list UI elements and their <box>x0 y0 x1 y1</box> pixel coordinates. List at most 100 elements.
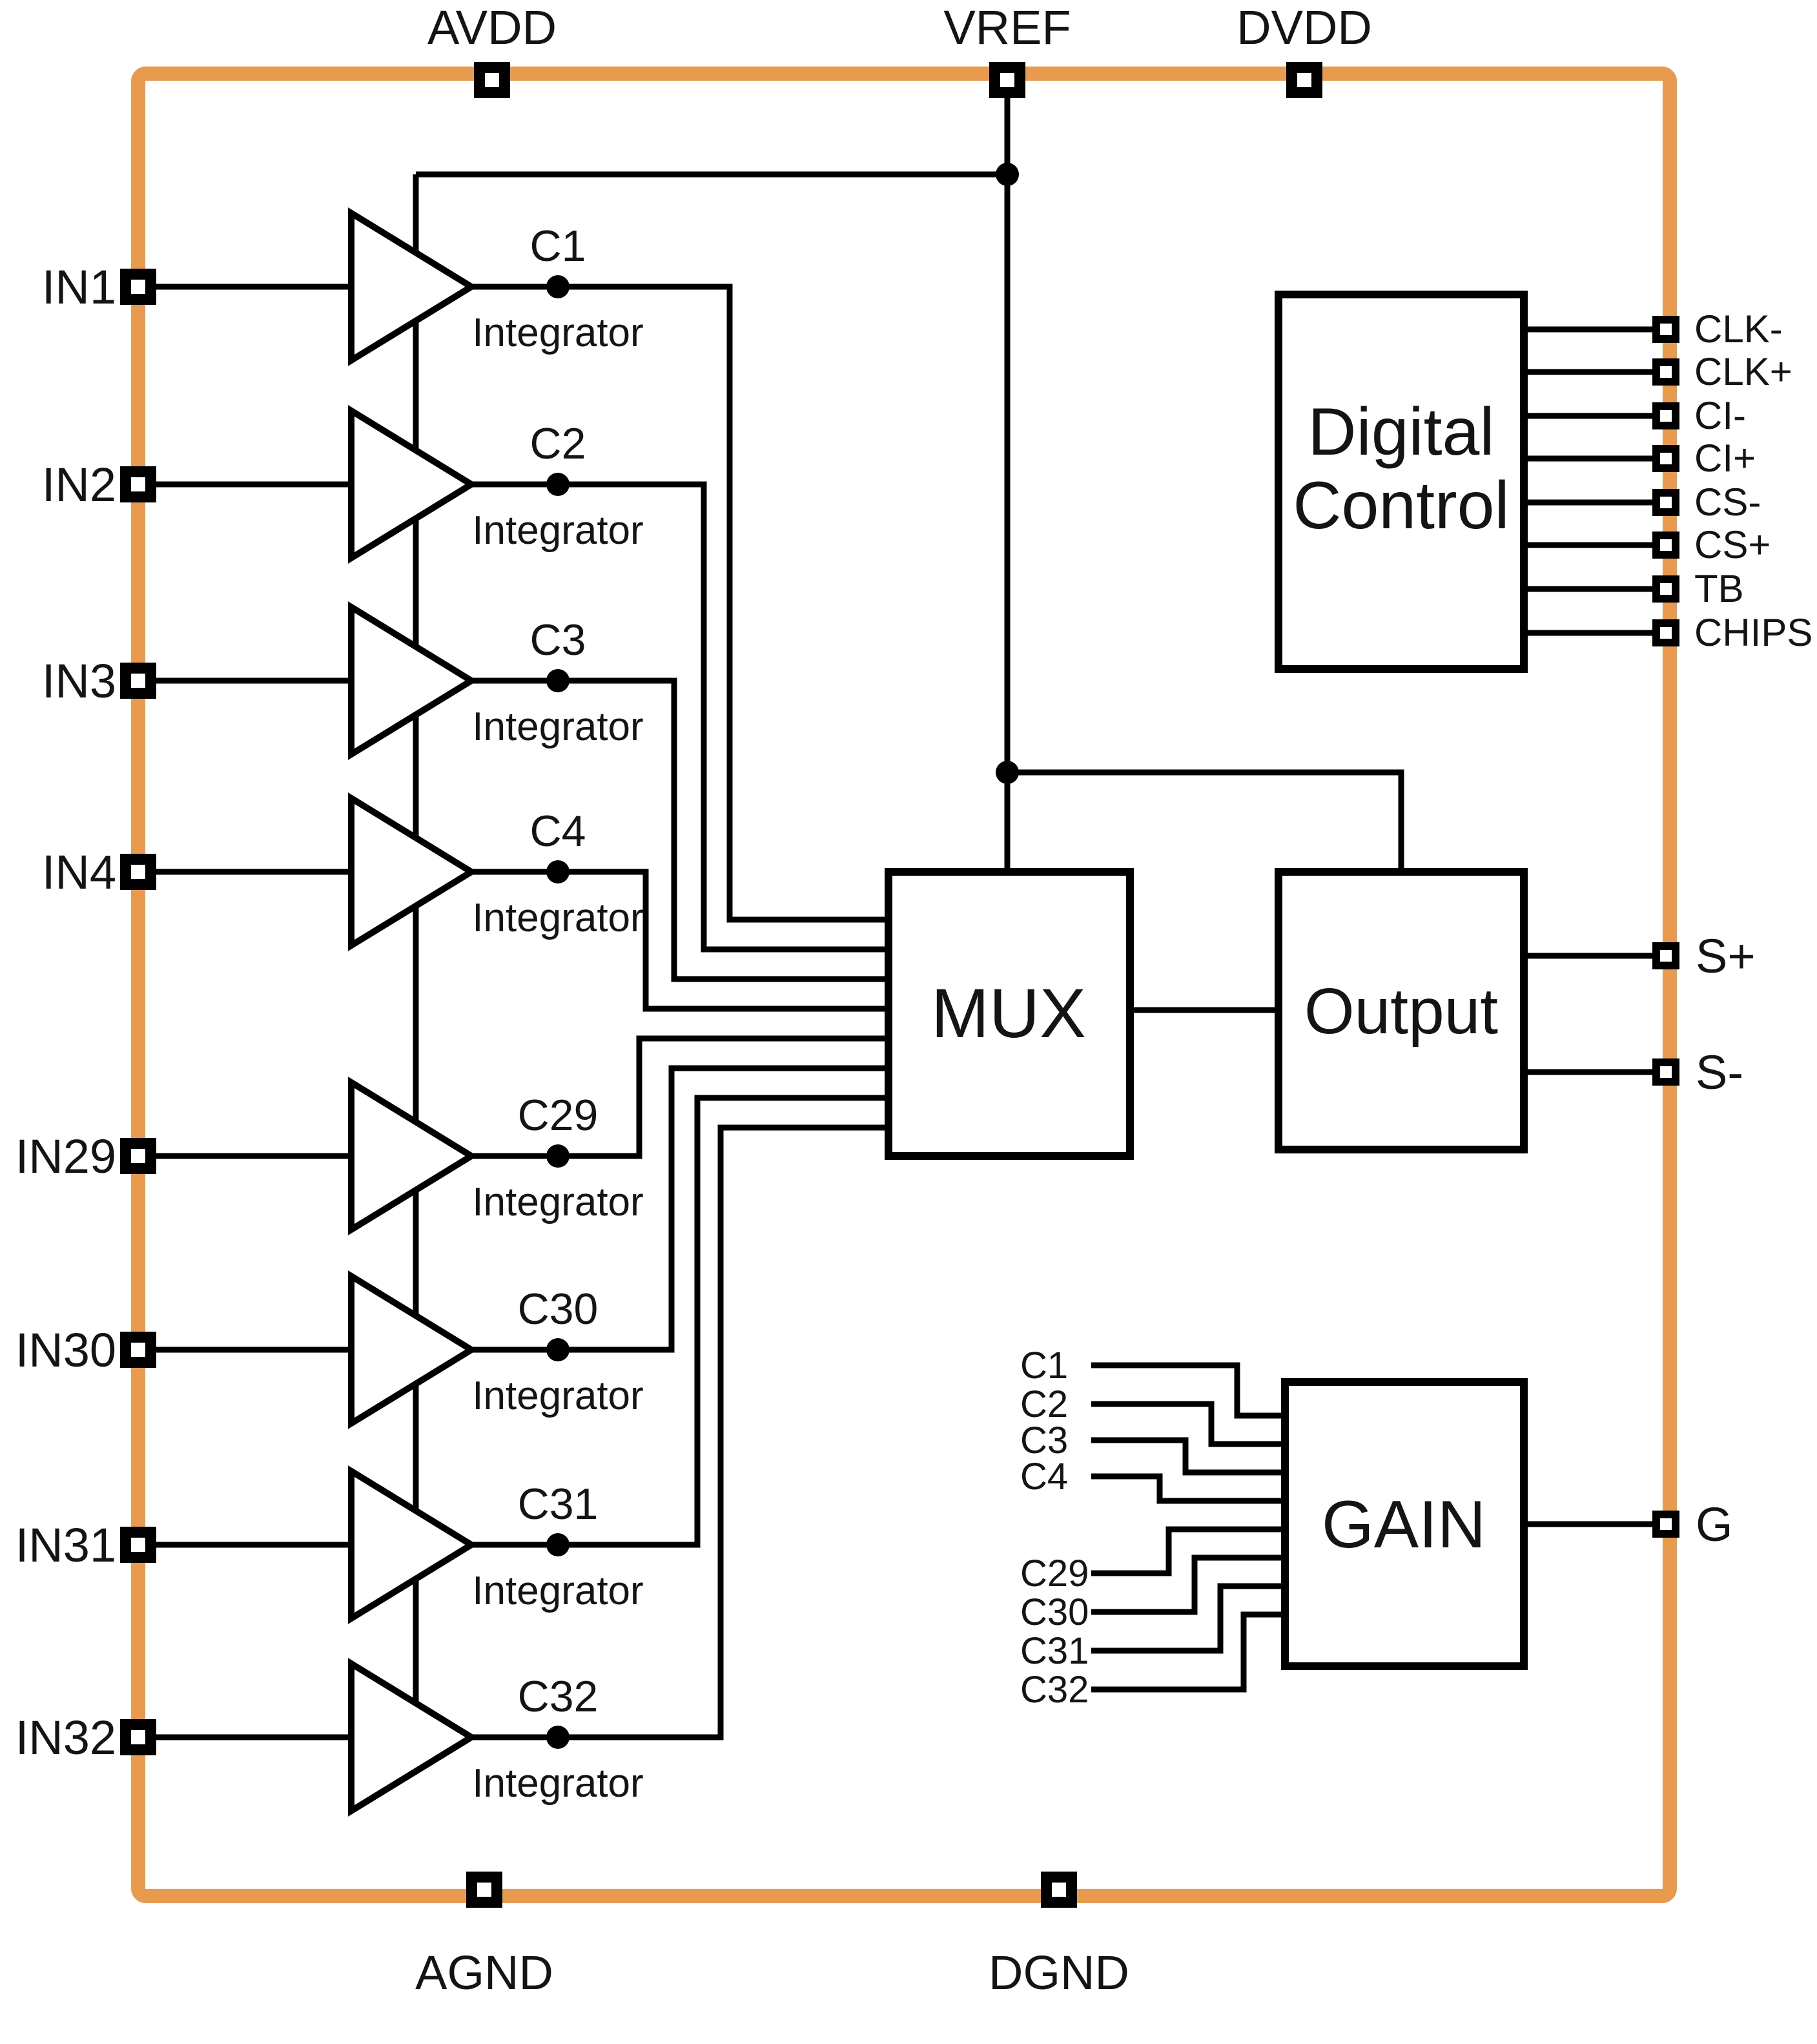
junction-dot <box>996 761 1019 784</box>
pin-in3 <box>120 663 156 699</box>
node-c1 <box>546 275 570 298</box>
pin-label-cs-plus: CS+ <box>1694 523 1771 566</box>
top-pins: AVDD VREF DVDD <box>427 1 1372 98</box>
pin-label-in31: IN31 <box>15 1518 116 1572</box>
node-c30 <box>546 1338 570 1361</box>
gain-label: GAIN <box>1322 1487 1486 1562</box>
digital-control-label-1: Digital <box>1308 395 1495 470</box>
channel-in3: IN3 C3 Integrator <box>42 601 888 982</box>
pin-label-agnd: AGND <box>415 1946 553 1999</box>
amplifier-in1 <box>348 207 478 366</box>
gain-tap-label-c3: C3 <box>1020 1419 1068 1461</box>
node-c2 <box>546 473 570 496</box>
pin-ci-plus <box>1652 445 1679 472</box>
cap-label-c4: C4 <box>530 807 586 856</box>
pin-label-clk-plus: CLK+ <box>1694 350 1792 393</box>
channel-in1: IN1 C1 Integrator <box>42 207 888 923</box>
amplifier-in30 <box>348 1270 478 1429</box>
wire <box>471 677 888 982</box>
pin-label-s-minus: S- <box>1696 1046 1743 1099</box>
node-c4 <box>546 860 570 883</box>
pin-clk-minus <box>1652 316 1679 343</box>
pin-cs-minus <box>1652 489 1679 516</box>
amplifier-in32 <box>348 1658 478 1817</box>
pin-label-in1: IN1 <box>42 260 116 314</box>
gain-tap-label-c2: C2 <box>1020 1383 1068 1425</box>
wire <box>1091 1473 1285 1504</box>
amplifier-in2 <box>348 405 478 564</box>
amplifier-in31 <box>348 1465 478 1624</box>
amplifier-in29 <box>348 1077 478 1235</box>
mux-block: MUX <box>885 868 1134 1160</box>
pin-tb <box>1652 575 1679 603</box>
wire <box>1091 1583 1285 1654</box>
channel-in32: IN32 C32 Integrator <box>15 1124 888 1817</box>
wire <box>471 1065 888 1353</box>
pin-chips <box>1652 619 1679 646</box>
wire <box>1091 1554 1285 1615</box>
cap-label-c2: C2 <box>530 419 586 468</box>
pin-in2 <box>120 466 156 502</box>
pin-label-in2: IN2 <box>42 458 116 511</box>
wire <box>1091 1526 1285 1576</box>
pin-label-chips: CHIPS <box>1694 611 1812 654</box>
junction-dot <box>996 163 1019 186</box>
gain-input-taps: C1 C2 C3 C4 C29 C30 C31 C32 <box>1020 1345 1285 1711</box>
gain-tap-label-c4: C4 <box>1020 1456 1068 1498</box>
pin-label-dgnd: DGND <box>989 1946 1129 1999</box>
pin-ci-minus <box>1652 402 1679 429</box>
pin-s-plus <box>1652 942 1679 969</box>
pin-in29 <box>120 1138 156 1174</box>
cap-label-c3: C3 <box>530 615 586 665</box>
cap-label-c29: C29 <box>518 1091 599 1140</box>
integrator-label-c32: Integrator <box>472 1761 643 1806</box>
gain-tap-label-c32: C32 <box>1020 1669 1089 1711</box>
output-box <box>1275 868 1528 1153</box>
wire <box>1091 1611 1285 1693</box>
vref-net <box>413 90 1404 1737</box>
wire <box>471 284 888 923</box>
wire <box>1091 1437 1285 1476</box>
wire <box>1091 1362 1285 1419</box>
pin-label-in30: IN30 <box>15 1323 116 1377</box>
gain-tap-label-c29: C29 <box>1020 1553 1089 1595</box>
cap-label-c1: C1 <box>530 222 586 271</box>
gain-tap-label-c1: C1 <box>1020 1345 1068 1387</box>
mux-label: MUX <box>931 974 1086 1052</box>
wire <box>471 481 888 953</box>
pin-avdd <box>474 62 510 98</box>
pin-label-vref: VREF <box>943 1 1071 54</box>
pin-label-tb: TB <box>1694 567 1744 610</box>
wire <box>471 1124 888 1740</box>
gain-block: GAIN G <box>1281 1378 1733 1670</box>
pin-label-g: G <box>1696 1498 1733 1551</box>
integrator-label-c4: Integrator <box>472 896 643 940</box>
channel-in29: IN29 C29 Integrator <box>15 1035 888 1235</box>
cap-label-c32: C32 <box>518 1672 599 1721</box>
gain-tap-label-c31: C31 <box>1020 1630 1089 1672</box>
wire <box>471 1095 888 1548</box>
integrator-label-c3: Integrator <box>472 705 643 749</box>
integrator-label-c1: Integrator <box>472 311 643 355</box>
pin-agnd <box>466 1872 502 1908</box>
wire <box>471 869 888 1012</box>
pin-label-ci-minus: CI- <box>1694 394 1746 437</box>
wire <box>1091 1401 1285 1447</box>
pin-in1 <box>120 269 156 305</box>
pin-label-avdd: AVDD <box>427 1 557 54</box>
bottom-pins: AGND DGND <box>415 1872 1129 1999</box>
pin-label-s-plus: S+ <box>1696 929 1756 983</box>
gain-box <box>1281 1378 1528 1670</box>
wire <box>1007 769 1404 872</box>
channel-in30: IN30 C30 Integrator <box>15 1065 888 1429</box>
gain-tap-label-c30: C30 <box>1020 1591 1089 1633</box>
pin-cs-plus <box>1652 532 1679 559</box>
pin-label-in29: IN29 <box>15 1130 116 1183</box>
pin-in32 <box>120 1719 156 1755</box>
node-c32 <box>546 1726 570 1749</box>
pin-label-ci-plus: CI+ <box>1694 437 1756 480</box>
pin-label-clk-minus: CLK- <box>1694 307 1783 351</box>
pin-label-in32: IN32 <box>15 1711 116 1764</box>
pin-dvdd <box>1286 62 1322 98</box>
